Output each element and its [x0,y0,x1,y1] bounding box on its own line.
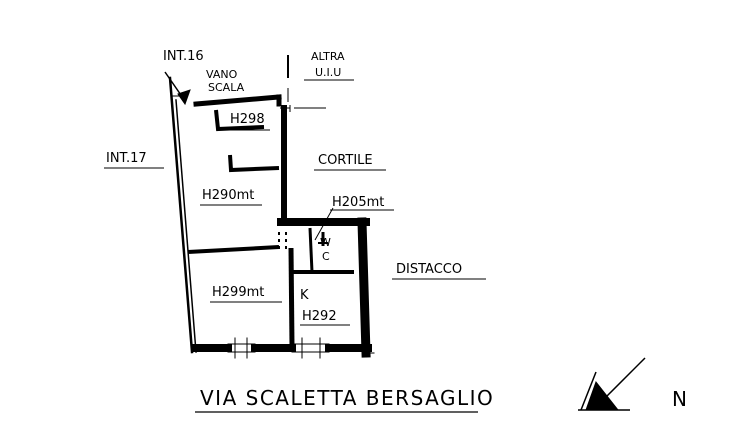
street-name: VIA SCALETTA BERSAGLIO [200,386,494,410]
leader-h205 [314,207,334,241]
label-int17: INT.17 [106,151,147,166]
label-int16: INT.16 [163,49,204,64]
label-kitchen: K [300,288,309,303]
label-wc-c: C [322,250,330,263]
bottom-windows [227,337,375,359]
right-outer-wall [357,217,371,358]
top-wall [193,94,282,107]
north-arrow-icon [578,357,646,411]
wc-left-wall [308,227,314,273]
interior-walls [187,109,354,347]
left-wall [168,76,194,354]
north-label: N [672,387,687,411]
label-altra-2: U.I.U [315,66,341,79]
label-cortile: CORTILE [318,153,373,168]
h290-partition [228,154,280,173]
kitchen-left-wall [288,247,295,347]
stair-arrow [164,71,191,106]
label-altra-1: ALTRA [311,50,345,63]
top-right-opening [280,55,326,112]
mid-partition [187,245,280,254]
label-wc-w: W [320,236,331,249]
label-h290: H290mt [202,188,254,203]
label-h298: H298 [230,112,265,127]
label-h292: H292 [302,309,337,324]
label-h299: H299mt [212,285,264,300]
label-h205: H205mt [332,195,384,210]
outer-walls [168,76,375,359]
stair-partition [214,109,265,132]
label-distacco: DISTACCO [396,262,462,277]
label-vano-1: VANO [206,68,238,81]
label-vano-2: SCALA [208,81,245,94]
